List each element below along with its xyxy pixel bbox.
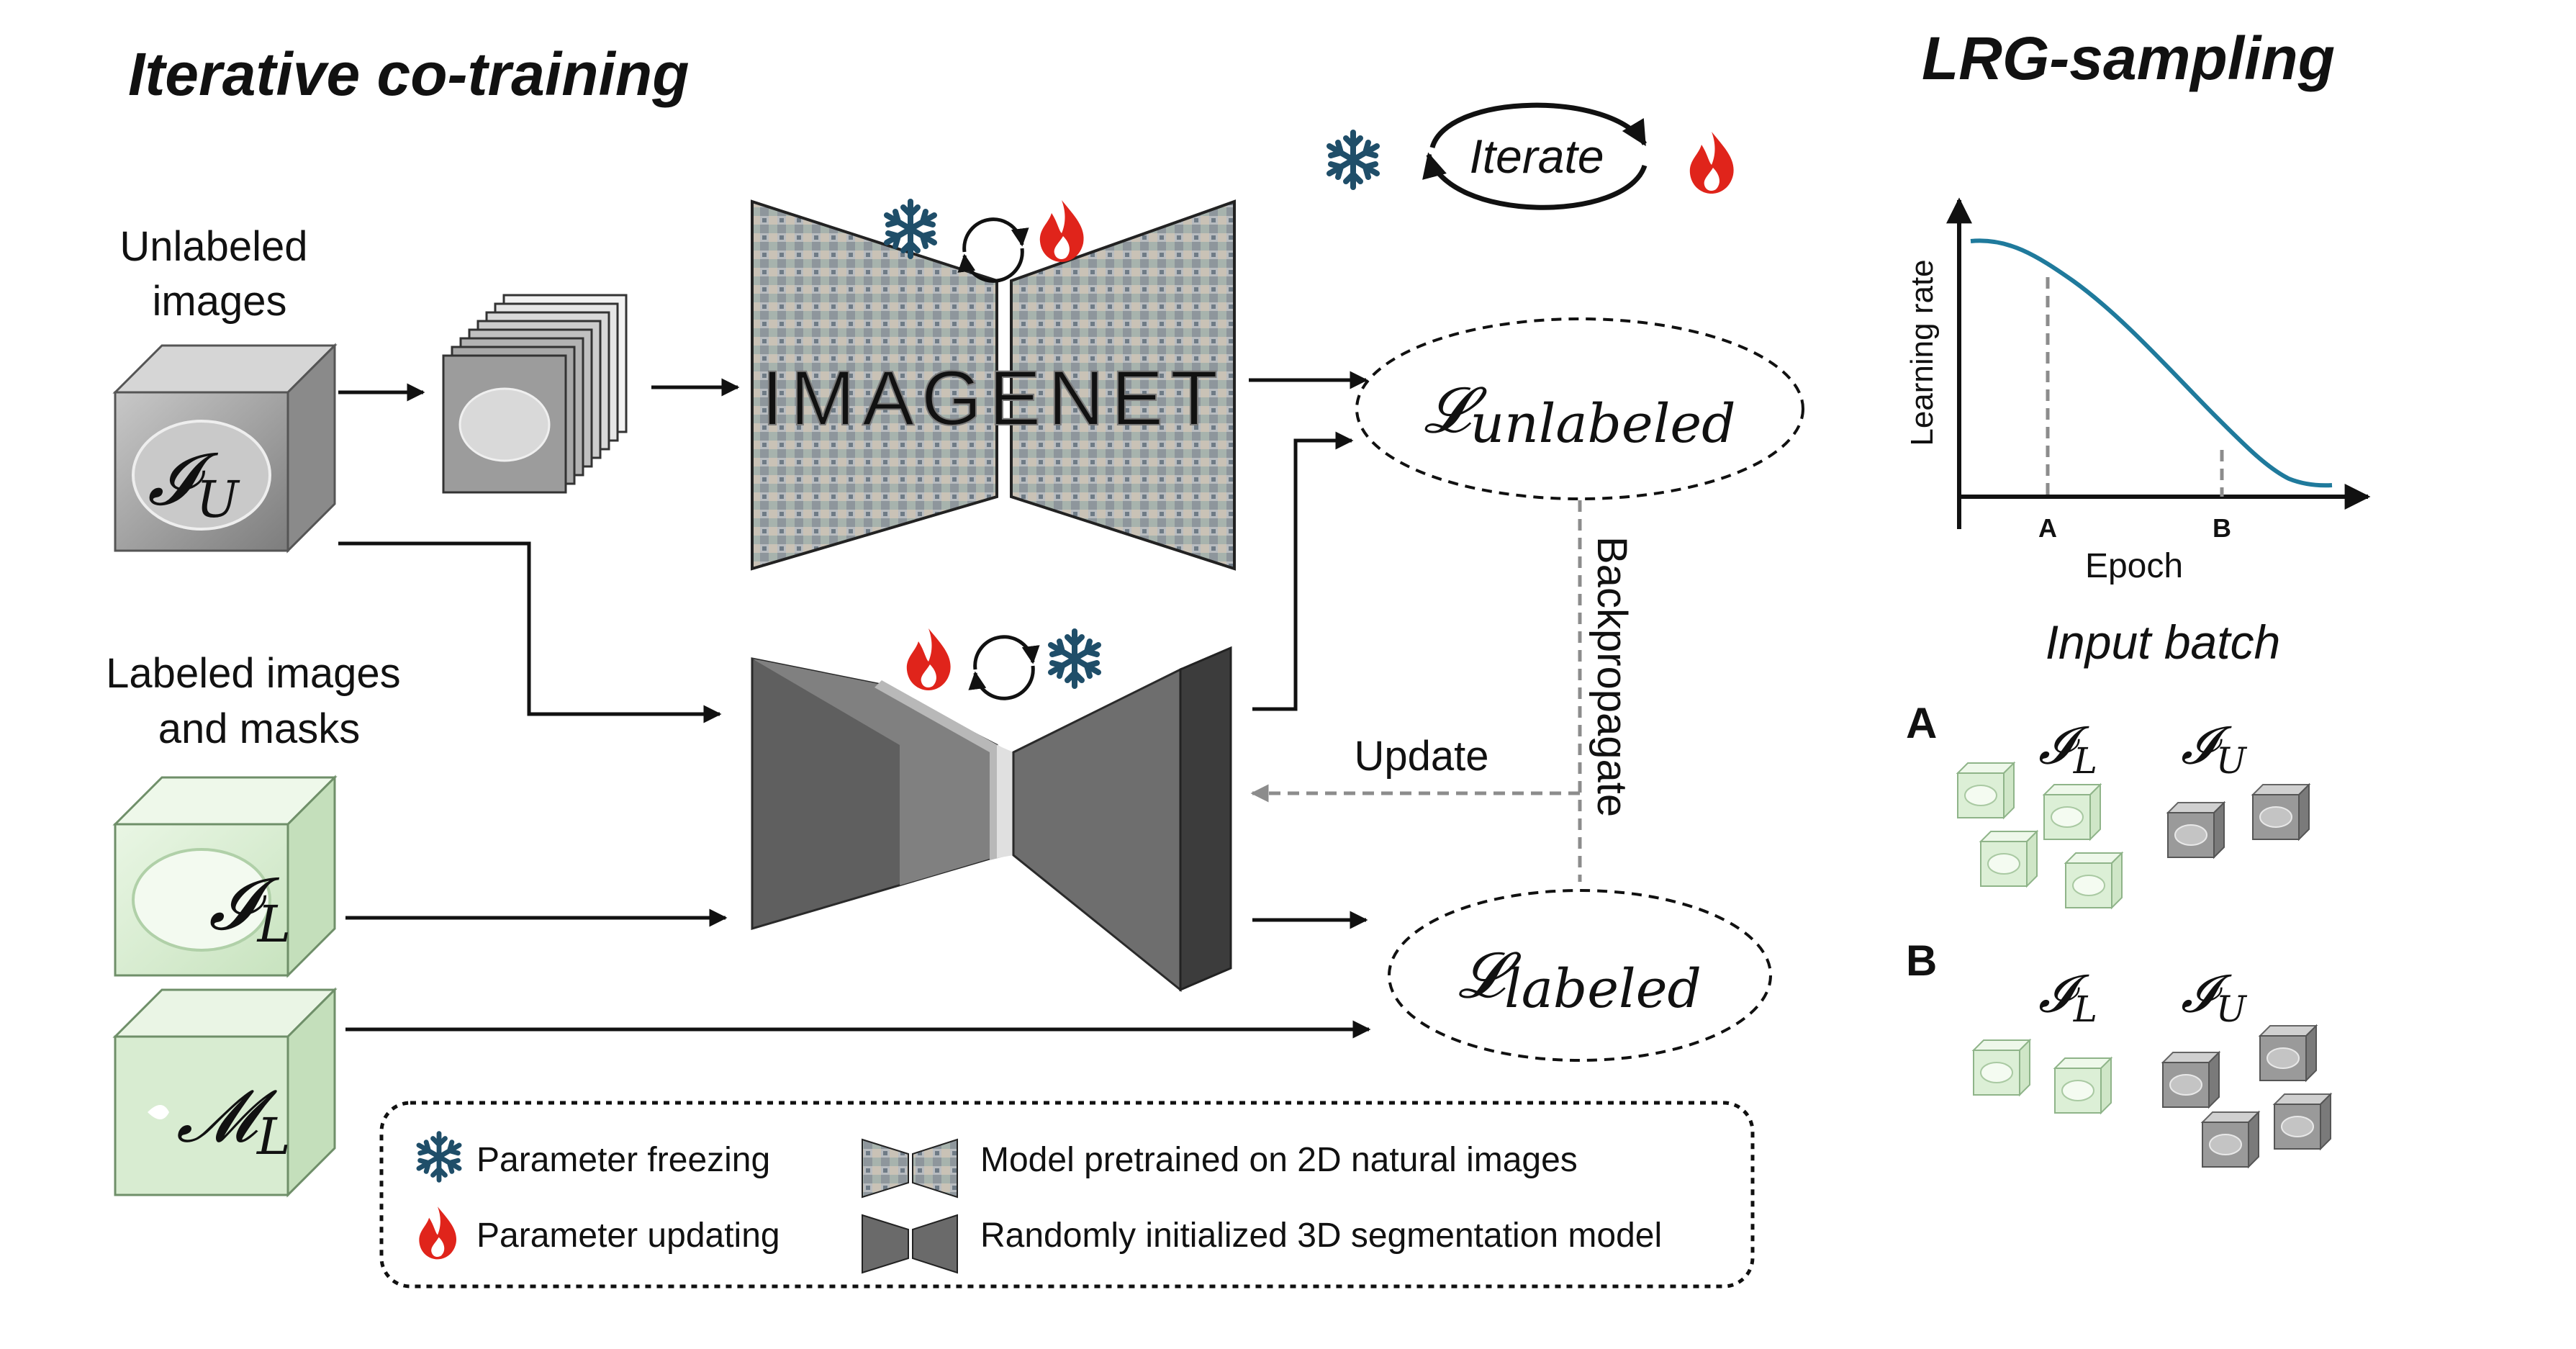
backpropagate-label: Backpropagate bbox=[1588, 536, 1635, 817]
legend-random-init-label: Randomly initialized 3D segmentation mod… bbox=[980, 1217, 1662, 1255]
legend-freezing-label: Parameter freezing bbox=[476, 1141, 770, 1179]
random-init-3d-model bbox=[751, 646, 1232, 993]
svg-text:𝓛unlabeled: 𝓛unlabeled bbox=[1424, 373, 1735, 455]
batch-a-labeled-cubes bbox=[1957, 762, 2123, 908]
learning-rate-curve bbox=[1970, 238, 2333, 488]
batch-a-unlabeled-cubes bbox=[2167, 784, 2310, 858]
update-label: Update bbox=[1354, 733, 1488, 780]
tick-label-a: A bbox=[2038, 513, 2057, 543]
y-axis-label: Learning rate bbox=[1904, 259, 1940, 446]
title-lrg-sampling: LRG-sampling bbox=[1922, 24, 2335, 92]
batch-b-unlabeled-cubes bbox=[2162, 1025, 2331, 1168]
arrow-3d-model-to-loss-unlabeled bbox=[1252, 431, 1354, 711]
x-axis-label: Epoch bbox=[2085, 547, 2183, 585]
snowflake-icon bbox=[1051, 631, 1098, 686]
unlabeled-image-cube: 𝓘U bbox=[112, 343, 338, 554]
flame-icon bbox=[906, 628, 951, 690]
learning-rate-chart: A B Epoch Learning rate bbox=[1904, 197, 2371, 585]
labeled-image-cube: 𝓘L bbox=[112, 775, 338, 978]
batch-b-il-symbol: 𝓘L bbox=[2038, 963, 2097, 1030]
title-iterative-co-training: Iterative co-training bbox=[128, 40, 690, 108]
snowflake-icon bbox=[1329, 132, 1377, 187]
legend-updating-label: Parameter updating bbox=[476, 1217, 780, 1255]
legend-pretrained-swatch bbox=[862, 1138, 958, 1199]
flame-icon bbox=[1039, 200, 1084, 262]
loss-unlabeled: 𝓛unlabeled bbox=[1355, 317, 1804, 500]
cycle-arrows-icon bbox=[968, 635, 1040, 700]
snowflake-icon bbox=[887, 202, 934, 256]
iterate-label: Iterate bbox=[1469, 130, 1604, 183]
cycle-arrows-icon bbox=[957, 217, 1029, 283]
il-symbol: 𝓘L bbox=[209, 862, 291, 954]
pretrained-2d-model: IMAGENET bbox=[751, 199, 1236, 571]
legend-pretrained-label: Model pretrained on 2D natural images bbox=[980, 1141, 1578, 1179]
input-batch-label: Input batch bbox=[2046, 615, 2281, 669]
legend: Parameter freezing Parameter updating Mo… bbox=[379, 1101, 1755, 1289]
batch-b-labeled-cubes bbox=[1973, 1039, 2112, 1114]
legend-random-init-swatch bbox=[862, 1214, 958, 1274]
image-slice-stack bbox=[442, 294, 628, 494]
unlabeled-images-label: Unlabeled images bbox=[119, 223, 319, 325]
batch-a-il-symbol: 𝓘L bbox=[2038, 715, 2097, 782]
imagenet-text: IMAGENET bbox=[761, 354, 1225, 441]
flame-icon bbox=[1689, 132, 1734, 194]
labeled-images-label: Labeled images and masks bbox=[106, 650, 412, 752]
arrow-unlabeled-to-3d-model bbox=[338, 541, 722, 723]
label-mask-cube: 𝓜L bbox=[112, 987, 338, 1198]
batch-b-iu-symbol: 𝓘U bbox=[2181, 963, 2248, 1030]
batch-a-label: A bbox=[1906, 699, 1937, 747]
batch-a-iu-symbol: 𝓘U bbox=[2181, 715, 2248, 782]
tick-label-b: B bbox=[2213, 513, 2231, 543]
loss-labeled: 𝓛labeled bbox=[1388, 889, 1772, 1062]
batch-b-label: B bbox=[1906, 937, 1937, 985]
iterate-loop: Iterate bbox=[1422, 102, 1648, 210]
